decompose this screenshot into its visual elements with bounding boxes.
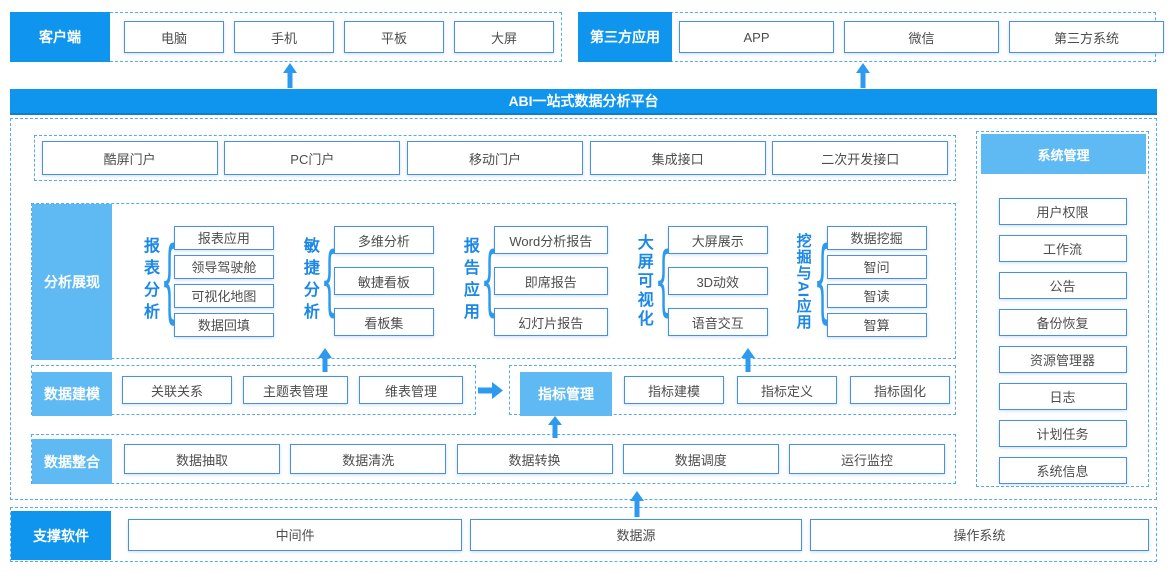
platform-title-banner: ABI一站式数据分析平台 bbox=[10, 89, 1157, 115]
group-name: 挖掘与AI应用 bbox=[794, 232, 812, 330]
node-bigscreen: 大屏 bbox=[454, 21, 554, 53]
node-association: 关联关系 bbox=[122, 376, 232, 404]
brace-icon: { bbox=[480, 236, 498, 325]
node-scheduled-task: 计划任务 bbox=[998, 420, 1127, 447]
client-section: 电脑 手机 平板 大屏 bbox=[95, 12, 562, 62]
node-mobile: 手机 bbox=[234, 21, 334, 53]
arrow-up-icon bbox=[318, 348, 332, 372]
node-data-schedule: 数据调度 bbox=[622, 444, 779, 474]
node-tablet: 平板 bbox=[344, 21, 444, 53]
support-section: 支撑软件 中间件 数据源 操作系统 bbox=[10, 507, 1157, 562]
node-integration-api: 集成接口 bbox=[589, 141, 766, 175]
node-middleware: 中间件 bbox=[128, 518, 463, 551]
portal-row: 酷屏门户 PC门户 移动门户 集成接口 二次开发接口 bbox=[34, 135, 956, 181]
group-report-analysis: 报表分析 { 报表应用 领导驾驶舱 可视化地图 数据回填 bbox=[140, 225, 274, 337]
arrow-up-icon bbox=[548, 416, 562, 438]
node-agile-board: 敏捷看板 bbox=[333, 267, 434, 295]
analysis-label: 分析展现 bbox=[32, 204, 112, 360]
node-backup-restore: 备份恢复 bbox=[998, 309, 1127, 336]
brace-icon: { bbox=[654, 236, 672, 325]
node-visual-map: 可视化地图 bbox=[173, 283, 274, 308]
modeling-section: 数据建模 关联关系 主题表管理 维表管理 bbox=[31, 365, 476, 416]
node-3d-effects: 3D动效 bbox=[667, 267, 768, 295]
integration-label: 数据整合 bbox=[32, 439, 112, 484]
node-board-set: 看板集 bbox=[333, 308, 434, 336]
brace-icon: { bbox=[320, 236, 339, 325]
node-data-transform: 数据转换 bbox=[456, 444, 613, 474]
node-smart-ask: 智问 bbox=[826, 254, 927, 279]
node-run-monitor: 运行监控 bbox=[789, 444, 945, 474]
platform-container: 酷屏门户 PC门户 移动门户 集成接口 二次开发接口 分析展现 报表分析 { 报… bbox=[10, 118, 1157, 500]
node-coolscreen-portal: 酷屏门户 bbox=[41, 141, 218, 175]
node-announcement: 公告 bbox=[998, 272, 1127, 299]
node-data-clean: 数据清洗 bbox=[290, 444, 447, 474]
node-voice-interaction: 语音交互 bbox=[667, 308, 768, 336]
node-metric-solidify: 指标固化 bbox=[850, 376, 950, 404]
node-system-info: 系统信息 bbox=[998, 457, 1127, 484]
node-leader-cockpit: 领导驾驶舱 bbox=[173, 254, 274, 279]
node-bigscreen-display: 大屏展示 bbox=[667, 226, 768, 254]
node-wechat: 微信 bbox=[844, 21, 999, 53]
modeling-label: 数据建模 bbox=[32, 372, 112, 416]
node-data-extract: 数据抽取 bbox=[124, 444, 280, 474]
brace-icon: { bbox=[813, 227, 831, 333]
arrow-up-icon bbox=[283, 63, 297, 88]
node-resource-manager: 资源管理器 bbox=[998, 346, 1127, 373]
sysmgmt-label: 系统管理 bbox=[981, 134, 1146, 174]
node-workflow: 工作流 bbox=[998, 235, 1127, 262]
support-label: 支撑软件 bbox=[11, 511, 111, 560]
brace-icon: { bbox=[160, 227, 179, 333]
node-word-report: Word分析报告 bbox=[493, 226, 608, 254]
group-mining-ai: 挖掘与AI应用 { 数据挖掘 智问 智读 智算 bbox=[794, 225, 927, 337]
node-app: APP bbox=[679, 21, 834, 53]
group-bigscreen-visualization: 大屏可视化 { 大屏展示 3D动效 语音交互 bbox=[634, 226, 768, 336]
group-agile-analysis: 敏捷分析 { 多维分析 敏捷看板 看板集 bbox=[300, 226, 434, 336]
arrow-up-icon bbox=[856, 63, 870, 88]
group-name: 敏捷分析 bbox=[300, 237, 318, 325]
node-dim-table-mgmt: 维表管理 bbox=[359, 376, 463, 404]
sysmgmt-section: 系统管理 用户权限 工作流 公告 备份恢复 资源管理器 日志 计划任务 系统信息 bbox=[976, 131, 1149, 487]
node-subject-table-mgmt: 主题表管理 bbox=[243, 376, 348, 404]
node-user-permission: 用户权限 bbox=[998, 198, 1127, 225]
group-name: 大屏可视化 bbox=[634, 233, 652, 329]
node-secondary-dev-api: 二次开发接口 bbox=[772, 141, 949, 175]
group-name: 报表分析 bbox=[140, 237, 158, 325]
node-adhoc-report: 即席报告 bbox=[493, 267, 608, 295]
node-smart-read: 智读 bbox=[826, 283, 927, 308]
node-pc: 电脑 bbox=[124, 21, 224, 53]
node-slide-report: 幻灯片报告 bbox=[493, 308, 608, 336]
arrow-up-icon bbox=[741, 348, 755, 372]
node-smart-compute: 智算 bbox=[826, 312, 927, 337]
node-metric-definition: 指标定义 bbox=[737, 376, 837, 404]
third-party-section: APP 微信 第三方系统 bbox=[660, 12, 1164, 62]
metric-label: 指标管理 bbox=[520, 372, 612, 416]
node-multidim-analysis: 多维分析 bbox=[333, 226, 434, 254]
node-pc-portal: PC门户 bbox=[224, 141, 401, 175]
integration-section: 数据整合 数据抽取 数据清洗 数据转换 数据调度 运行监控 bbox=[31, 434, 956, 484]
arrow-right-icon bbox=[478, 382, 503, 399]
node-log: 日志 bbox=[998, 383, 1127, 410]
node-data-backfill: 数据回填 bbox=[173, 312, 274, 337]
analysis-section: 分析展现 报表分析 { 报表应用 领导驾驶舱 可视化地图 数据回填 敏捷分析 { bbox=[31, 203, 956, 360]
client-label: 客户端 bbox=[10, 12, 110, 62]
node-metric-modeling: 指标建模 bbox=[624, 376, 724, 404]
node-data-mining: 数据挖掘 bbox=[826, 225, 927, 250]
group-name: 报告应用 bbox=[460, 237, 478, 325]
arrow-up-icon bbox=[630, 491, 644, 517]
group-report-application: 报告应用 { Word分析报告 即席报告 幻灯片报告 bbox=[460, 226, 608, 336]
third-party-label: 第三方应用 bbox=[578, 12, 672, 62]
node-mobile-portal: 移动门户 bbox=[406, 141, 583, 175]
node-third-party-system: 第三方系统 bbox=[1009, 21, 1164, 53]
node-datasource: 数据源 bbox=[470, 518, 802, 551]
node-report-app: 报表应用 bbox=[173, 225, 274, 250]
node-os: 操作系统 bbox=[809, 518, 1149, 551]
metric-section: 指标管理 指标建模 指标定义 指标固化 bbox=[509, 365, 956, 416]
